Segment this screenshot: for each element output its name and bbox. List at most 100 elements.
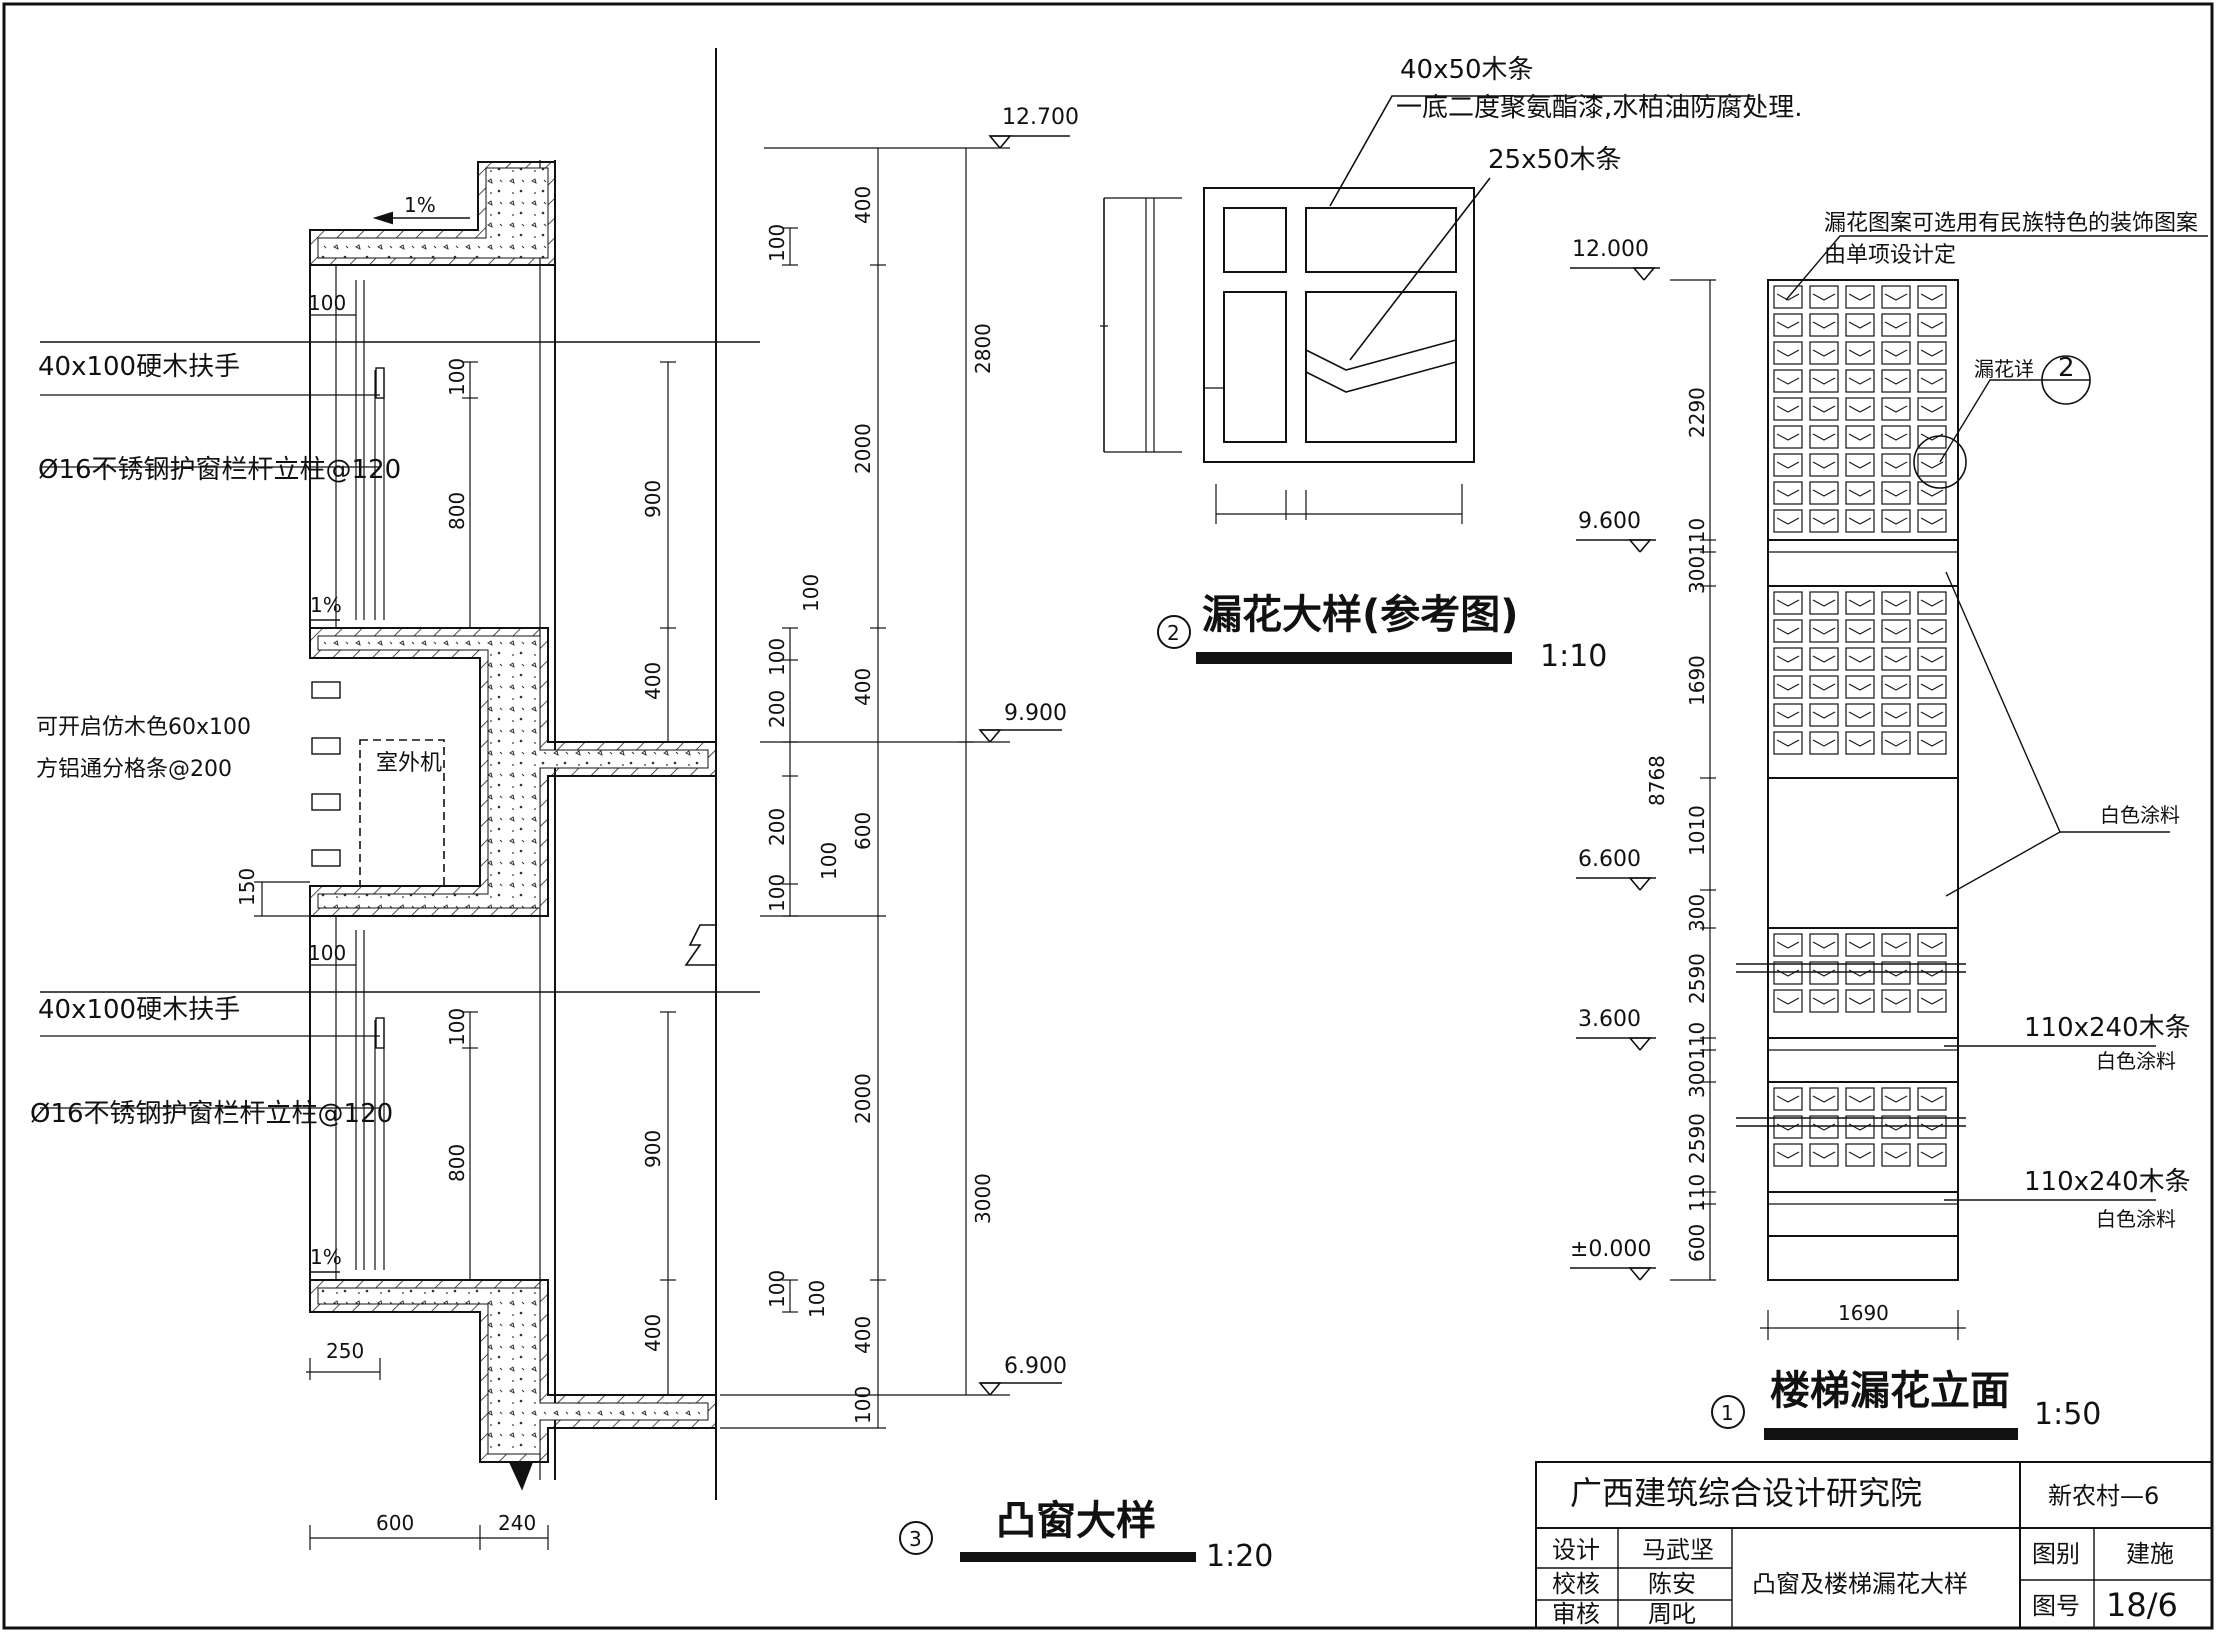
lattice-cell: [1845, 989, 1875, 1013]
review-name: 周叱: [1648, 1600, 1696, 1628]
title-block-text: 广西建筑综合设计研究院 新农村—6 设计 马武坚 校核 陈安 审核 周叱 凸窗及…: [1552, 1474, 2178, 1628]
lattice-cell: [1845, 285, 1875, 309]
outdoor-unit-label: 室外机: [376, 751, 442, 776]
lattice-chevron: [1776, 1095, 1800, 1103]
lattice-cell: [1809, 1115, 1839, 1139]
lattice-cell: [1809, 647, 1839, 671]
dim-label: 250: [326, 1339, 364, 1363]
lattice-cell: [1881, 933, 1911, 957]
lattice-cell: [1773, 369, 1803, 393]
lattice-cell: [1917, 1087, 1947, 1111]
lattice-chevron: [1920, 941, 1944, 949]
lattice-cell: [1845, 397, 1875, 421]
pattern-note: 由单项设计定: [1824, 243, 1956, 268]
detail-scale: 1:50: [2034, 1397, 2101, 1432]
decorative-lattice-grid: [1773, 285, 1947, 1167]
lattice-cell: [1917, 425, 1947, 449]
lattice-cell: [1773, 731, 1803, 755]
lattice-cell: [1809, 481, 1839, 505]
lattice-chevron: [1884, 997, 1908, 1005]
lattice-cell: [1881, 509, 1911, 533]
lattice-chevron: [1920, 517, 1944, 525]
lattice-cell: [1773, 397, 1803, 421]
lattice-cell: [1881, 703, 1911, 727]
level-label: 9.900: [1004, 701, 1067, 726]
dim-label: 1690: [1838, 1301, 1889, 1325]
lattice-cell: [1845, 453, 1875, 477]
lattice-chevron: [1776, 1151, 1800, 1159]
wood-strip-note: 40x50木条: [1400, 55, 1534, 85]
lattice-cell: [1809, 703, 1839, 727]
lattice-cell: [1845, 591, 1875, 615]
lattice-chevron: [1848, 405, 1872, 413]
dim-label: 240: [498, 1511, 536, 1535]
lattice-chevron: [1776, 997, 1800, 1005]
lattice-cell: [1773, 1115, 1803, 1139]
lattice-cell: [1809, 425, 1839, 449]
dim-label: 400: [641, 1314, 665, 1352]
wood-strip-note: 110x240木条: [2024, 1013, 2191, 1043]
dim-label: 2000: [851, 423, 875, 474]
lattice-chevron: [1920, 599, 1944, 607]
lattice-chevron: [1776, 405, 1800, 413]
wood-strip-note: 110x240木条: [2024, 1167, 2191, 1197]
lattice-cell: [1773, 1087, 1803, 1111]
lattice-chevron: [1920, 433, 1944, 441]
lattice-chevron: [1812, 489, 1836, 497]
lattice-chevron: [1776, 377, 1800, 385]
detail-title: 楼梯漏花立面: [1770, 1368, 2010, 1414]
lattice-cell: [1917, 591, 1947, 615]
lattice-chevron: [1848, 349, 1872, 357]
shutter-note-1: 可开启仿木色60x100: [36, 715, 251, 740]
lattice-chevron: [1776, 433, 1800, 441]
lattice-chevron: [1812, 517, 1836, 525]
lattice-cell: [1917, 933, 1947, 957]
lattice-cell: [1881, 989, 1911, 1013]
lattice-chevron: [1776, 517, 1800, 525]
lattice-cell: [1917, 619, 1947, 643]
lattice-cell: [1773, 481, 1803, 505]
dim-label: 110: [1685, 518, 1709, 556]
dim-label: 2590: [1685, 953, 1709, 1004]
lattice-cell: [1881, 481, 1911, 505]
lattice-chevron: [1884, 349, 1908, 357]
lattice-chevron: [1884, 1123, 1908, 1131]
dim-label: 100: [765, 874, 789, 912]
lattice-cell: [1845, 425, 1875, 449]
lattice-cell: [1881, 1115, 1911, 1139]
finish-note: 白色涂料: [2100, 803, 2180, 827]
bottom-slab: [309, 1279, 717, 1463]
lattice-chevron: [1812, 433, 1836, 441]
lattice-chevron: [1848, 627, 1872, 635]
level-label: 6.600: [1578, 847, 1641, 872]
lattice-cell: [1845, 481, 1875, 505]
lattice-chevron: [1812, 683, 1836, 691]
lattice-chevron: [1920, 405, 1944, 413]
lattice-cell: [1809, 369, 1839, 393]
lattice-chevron: [1920, 739, 1944, 747]
dim-label: 400: [851, 186, 875, 224]
lattice-chevron: [1920, 321, 1944, 329]
detail-1-title: 1 楼梯漏花立面 1:50: [1711, 1368, 2101, 1440]
lattice-cell: [1845, 1087, 1875, 1111]
lattice-chevron: [1812, 739, 1836, 747]
lattice-cell: [1773, 961, 1803, 985]
lattice-chevron: [1812, 405, 1836, 413]
lattice-chevron: [1812, 655, 1836, 663]
lattice-cell: [1881, 397, 1911, 421]
dim-label: 8768: [1645, 755, 1669, 806]
lattice-cell: [1917, 369, 1947, 393]
lattice-chevron: [1848, 293, 1872, 301]
lattice-cell: [1809, 1087, 1839, 1111]
lattice-annotations: 40x50木条 一底二度聚氨酯漆,水柏油防腐处理. 25x50木条: [1396, 55, 1803, 175]
firm-name: 广西建筑综合设计研究院: [1570, 1474, 1922, 1512]
check-label: 校核: [1552, 1570, 1600, 1598]
lattice-chevron: [1812, 941, 1836, 949]
lattice-chevron: [1812, 349, 1836, 357]
detail-title: 凸窗大样: [996, 1498, 1156, 1544]
dim-label: 100: [308, 291, 346, 315]
lattice-cell: [1917, 647, 1947, 671]
dim-label: 200: [765, 690, 789, 728]
lattice-cell: [1773, 453, 1803, 477]
